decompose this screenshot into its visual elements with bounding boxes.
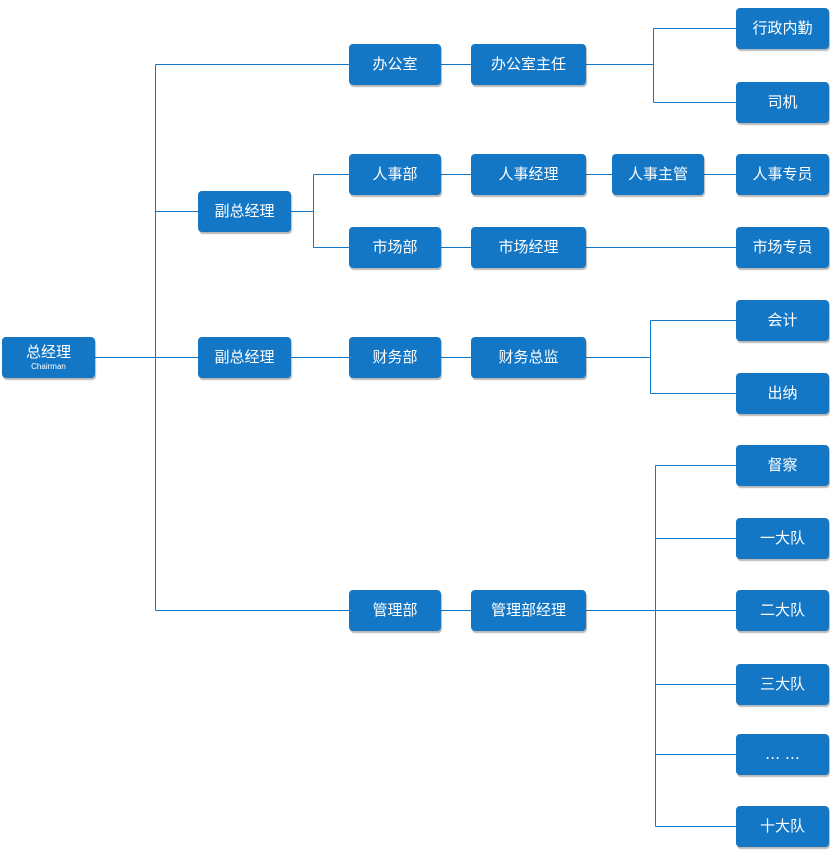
connector-finance-staff [586,320,736,394]
node-management-unit-5: 十大队 [736,806,829,847]
node-vp-b: 副总经理 [198,337,291,378]
node-office-staff-0: 行政内勤 [736,8,829,49]
node-management-unit-0: 督察 [736,445,829,486]
node-general-manager: 总经理 Chairman [2,337,95,378]
node-hr-supervisor: 人事主管 [612,154,704,195]
node-marketing-manager: 市场经理 [471,227,586,268]
node-hr-manager: 人事经理 [471,154,586,195]
node-management-unit-4: … … [736,734,829,775]
node-management-dept: 管理部 [349,590,441,631]
node-finance-staff-0: 会计 [736,300,829,341]
connector-vp-a-depts [291,174,349,248]
node-finance-staff-1: 出纳 [736,373,829,414]
node-hr-staff: 人事专员 [736,154,829,195]
node-subtitle: Chairman [31,361,66,371]
connector-office-staff [586,28,736,103]
node-office: 办公室 [349,44,441,85]
node-management-unit-3: 三大队 [736,664,829,705]
node-management-unit-1: 一大队 [736,518,829,559]
node-management-manager: 管理部经理 [471,590,586,631]
node-management-unit-2: 二大队 [736,590,829,631]
node-vp-a: 副总经理 [198,191,291,232]
node-hr-dept: 人事部 [349,154,441,195]
node-marketing-staff: 市场专员 [736,227,829,268]
node-finance-dept: 财务部 [349,337,441,378]
connector-management-units [586,465,736,827]
node-office-staff-1: 司机 [736,82,829,123]
node-office-head: 办公室主任 [471,44,586,85]
node-label: 总经理 [25,342,71,361]
node-marketing-dept: 市场部 [349,227,441,268]
node-finance-director: 财务总监 [471,337,586,378]
